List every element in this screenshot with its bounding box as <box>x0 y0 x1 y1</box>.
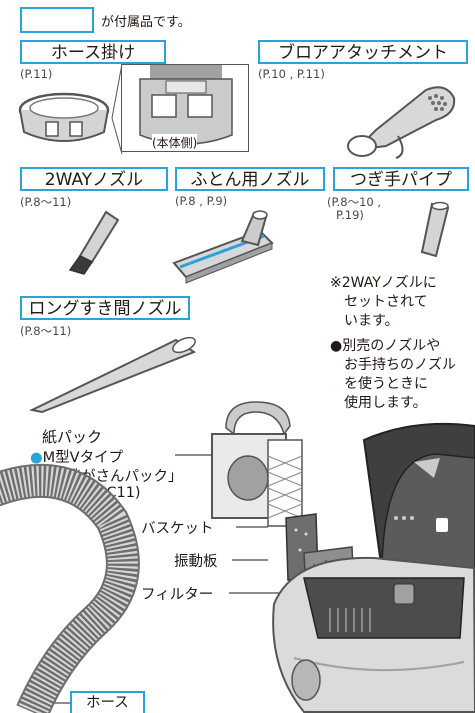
label-blower-attachment: ブロアアタッチメント <box>258 40 468 64</box>
label-long-crevice-nozzle: ロングすき間ノズル <box>20 296 190 320</box>
callout-filter: フィルター <box>141 587 214 603</box>
callout-vibration-plate: 振動板 <box>174 554 218 570</box>
paper-pack-bullet: ● <box>30 450 43 466</box>
note-optional-line4: 使用します。 <box>344 395 427 411</box>
note-preinstalled-line2: セットされて <box>344 294 428 310</box>
note-preinstalled-line1: ※2WAYノズルに <box>330 275 437 291</box>
note-optional-nozzle: ●別売のノズルや お手持ちのノズル を使うときに 使用します。 <box>330 337 456 413</box>
callout-hose: ホース <box>70 691 145 713</box>
ref-2way-nozzle: (P.8〜11) <box>20 195 72 209</box>
ref-blower-attachment: (P.10 , P.11) <box>258 67 325 81</box>
note-optional-line3: を使うときに <box>344 376 428 392</box>
ref-futon-nozzle: (P.8 , P.9) <box>175 194 228 208</box>
hose-image <box>0 463 140 713</box>
joint-pipe-image <box>420 201 450 258</box>
note-optional-line2: お手持ちのノズル <box>344 357 456 373</box>
hose-hanger-image <box>18 92 110 142</box>
vacuum-body-image <box>272 422 475 713</box>
label-joint-pipe: つぎ手パイプ <box>333 167 469 191</box>
accessory-key-box <box>20 7 94 33</box>
body-detail-image <box>139 65 233 145</box>
paper-pack-title: 紙パック <box>42 428 103 446</box>
2way-nozzle-image <box>68 210 120 275</box>
ref-joint-pipe-line2: P.19) <box>336 208 364 222</box>
ref-long-crevice-nozzle: (P.8〜11) <box>20 324 72 338</box>
paper-pack-type: ●M型Vタイプ <box>30 446 123 467</box>
note-optional-line1: ●別売のノズルや <box>330 338 441 354</box>
body-side-label: (本体側) <box>152 134 198 151</box>
futon-nozzle-image <box>172 210 274 284</box>
long-crevice-nozzle-image <box>28 336 197 414</box>
label-hose-hanger: ホース掛け <box>20 40 166 64</box>
note-preinstalled-line3: います。 <box>344 313 399 329</box>
note-preinstalled: ※2WAYノズルに セットされて います。 <box>330 274 437 331</box>
body-detail-frame: (本体側) <box>121 64 249 152</box>
header-text: が付属品です。 <box>101 15 191 30</box>
paper-pack-type-text: M型Vタイプ <box>42 450 124 466</box>
blower-attachment-image <box>347 86 456 159</box>
ref-hose-hanger: (P.11) <box>20 67 53 81</box>
paper-pack-image <box>211 401 303 527</box>
ref-joint-pipe-line1: (P.8〜10 , <box>327 195 382 209</box>
callout-basket: バスケット <box>141 521 214 537</box>
callout-lines-hanger <box>111 63 123 155</box>
label-futon-nozzle: ふとん用ノズル <box>175 167 325 191</box>
label-2way-nozzle: 2WAYノズル <box>20 167 168 191</box>
